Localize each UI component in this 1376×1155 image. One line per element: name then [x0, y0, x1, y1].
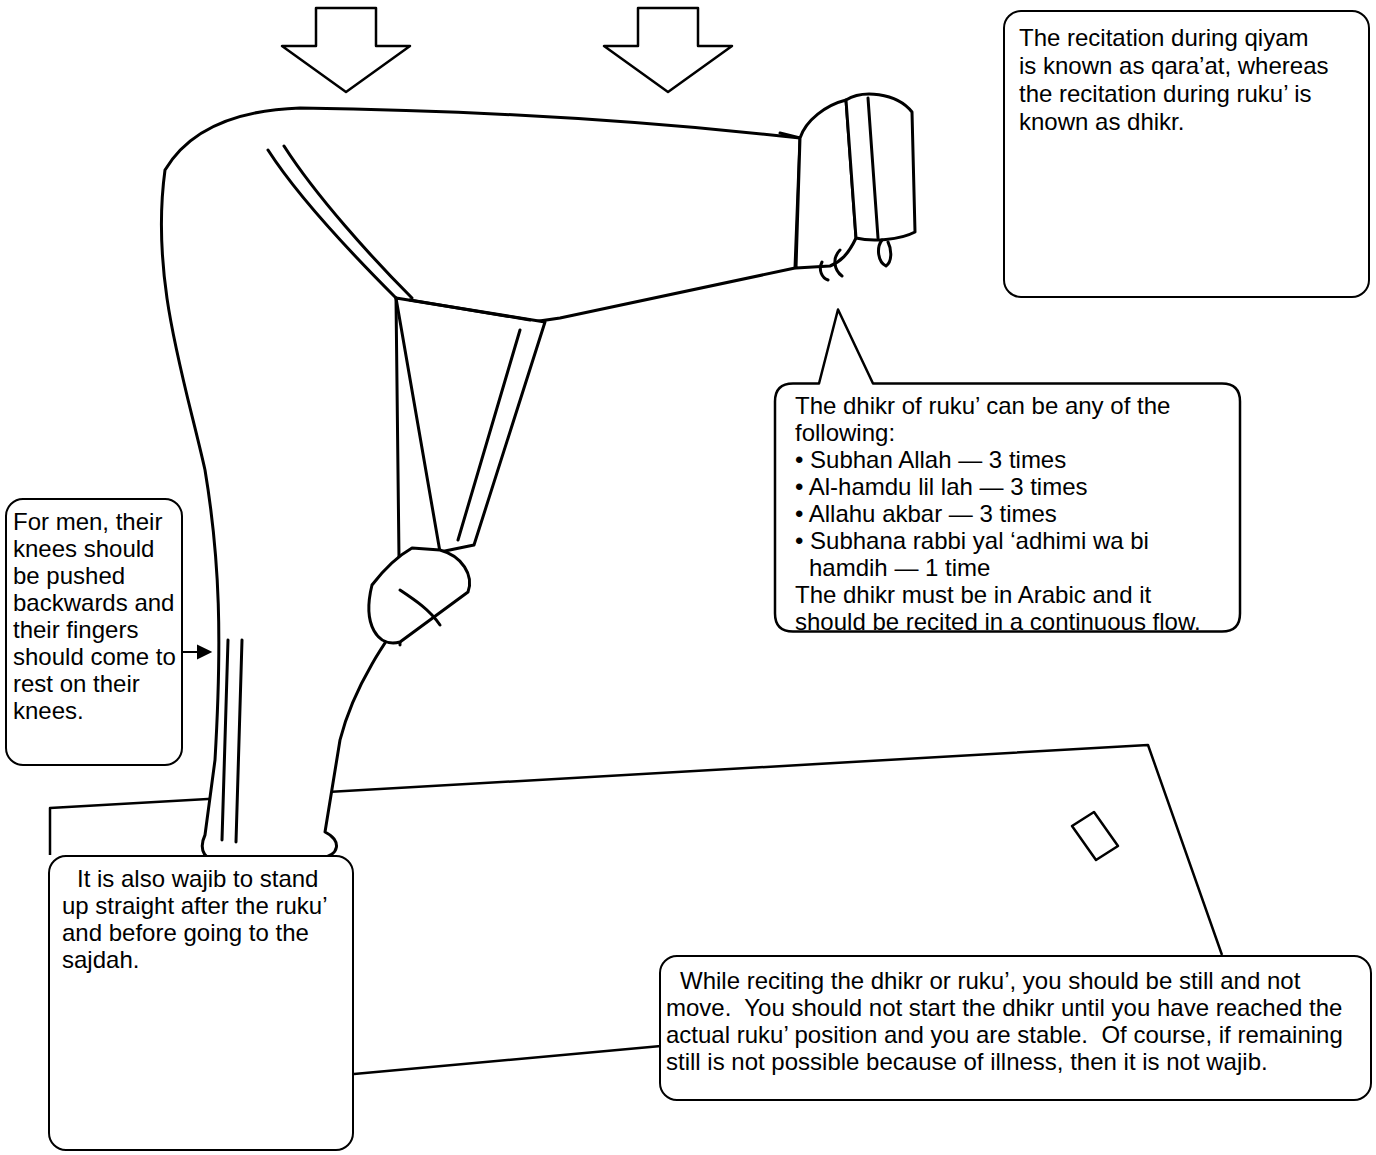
callout-text: For men, their knees should be pushed ba… — [13, 508, 181, 724]
callout-text: The recitation during qiyam is known as … — [1019, 24, 1329, 136]
trouser-stripe — [222, 640, 228, 840]
cap-band — [868, 98, 878, 238]
mat-mark — [1072, 812, 1118, 860]
garment-stripe — [284, 146, 412, 298]
face-detail — [820, 250, 842, 280]
callout-text: It is also wajib to stand up straight af… — [62, 865, 347, 973]
down-arrows — [282, 8, 732, 92]
callout-text: While reciting the dhikr or ruku’, you s… — [666, 967, 1366, 1075]
text-holder: It is also wajib to stand up straight af… — [50, 857, 352, 979]
garment-stripe — [268, 150, 396, 298]
note-box: The recitation during qiyam is known as … — [1003, 10, 1370, 298]
text-holder: For men, their knees should be pushed ba… — [7, 500, 181, 730]
down-arrow — [604, 8, 732, 92]
text-holder: While reciting the dhikr or ruku’, you s… — [661, 957, 1370, 1081]
text-holder: The dhikr of ruku’ can be any of the fol… — [773, 300, 1243, 641]
body-outline — [161, 108, 800, 862]
callout-text: The dhikr of ruku’ can be any of the fol… — [795, 392, 1215, 446]
note-box: While reciting the dhikr or ruku’, you s… — [659, 955, 1372, 1101]
sleeve-stripe — [410, 300, 530, 320]
note-box: It is also wajib to stand up straight af… — [48, 855, 354, 1151]
callout-text: • Subhan Allah — 3 times — [795, 446, 1215, 473]
sleeve-stripe — [458, 330, 520, 540]
leader-head — [198, 646, 210, 658]
mat-edge — [354, 1046, 661, 1074]
finger-line — [400, 590, 440, 625]
callout-text: • Al-hamdu lil lah — 3 times — [795, 473, 1215, 500]
speech-bubble: The dhikr of ruku’ can be any of the fol… — [773, 300, 1243, 641]
ear — [879, 240, 891, 266]
note-box: For men, their knees should be pushed ba… — [5, 498, 183, 766]
sleeve — [396, 298, 545, 552]
callout-text: The dhikr must be in Arabic and it shoul… — [795, 581, 1215, 635]
hand — [369, 548, 470, 643]
text-holder: The recitation during qiyam is known as … — [1005, 12, 1368, 142]
down-arrow — [282, 8, 410, 92]
cap — [846, 94, 915, 240]
trouser-stripe — [236, 640, 242, 842]
callout-text: • Allahu akbar — 3 times — [795, 500, 1215, 527]
callout-text: • Subhana rabbi yal ‘adhimi wa bi hamdih… — [795, 527, 1215, 581]
